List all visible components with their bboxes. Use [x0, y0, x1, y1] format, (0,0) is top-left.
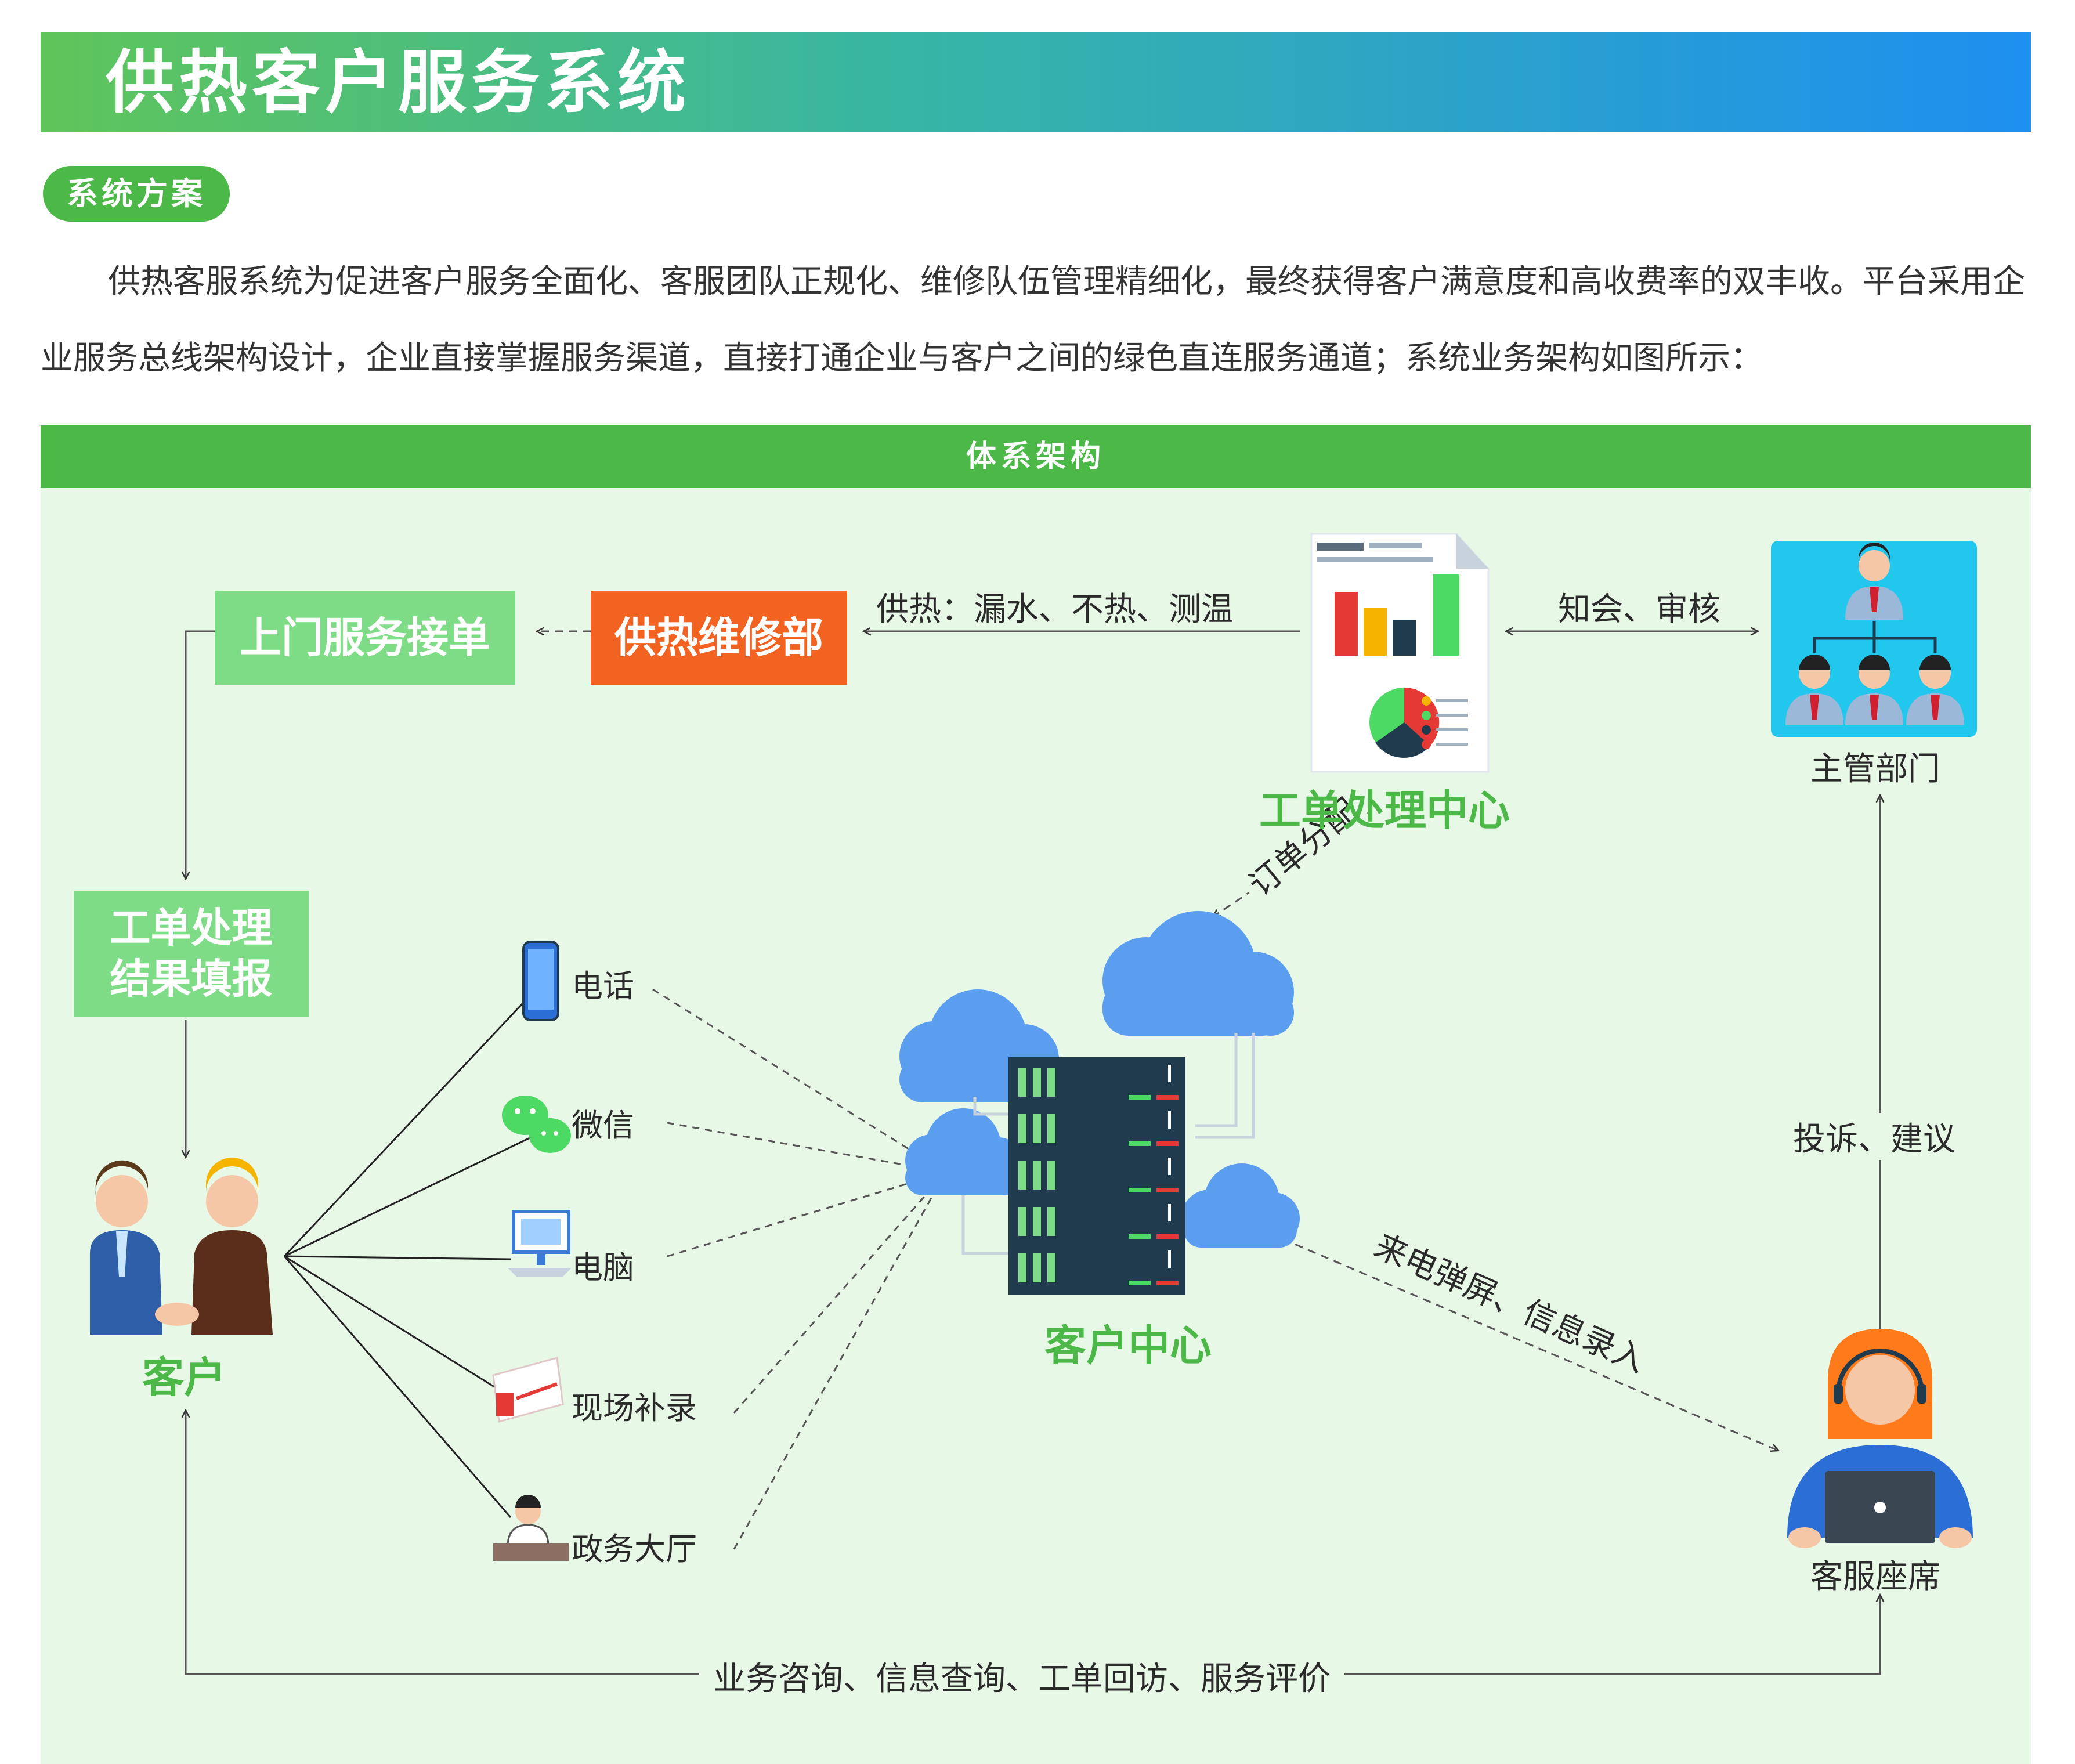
- onsite-service-box: 上门服务接单: [215, 591, 515, 685]
- cloud-icon-small-right: [1181, 1163, 1300, 1248]
- result-report-line1: 工单处理: [110, 904, 273, 952]
- computer-icon: [508, 1210, 572, 1277]
- intro-paragraph: 供热客服系统为促进客户服务全面化、客服团队正规化、维修队伍管理精细化，最终获得客…: [41, 263, 2025, 377]
- report-document-icon: [1310, 533, 1490, 773]
- customer-handshake-icon: [90, 1158, 273, 1335]
- result-report-box: 工单处理 结果填报: [74, 891, 309, 1017]
- person-right: [1906, 655, 1964, 725]
- government-hall-icon: [493, 1495, 569, 1561]
- person-left: [1785, 655, 1843, 725]
- person-top: [1845, 543, 1903, 620]
- result-report-line2: 结果填报: [110, 955, 273, 1003]
- complaint-label: 投诉、建议: [1787, 1113, 1961, 1160]
- channel-onsite-label: 现场补录: [572, 1390, 697, 1426]
- channel-center-lines: [652, 988, 947, 1550]
- channel-gov-hall-label: 政务大厅: [572, 1531, 697, 1567]
- department-org-icon: [1771, 541, 1977, 737]
- channel-phone-label: 电话: [572, 968, 634, 1004]
- arrow-onsite-to-report: [186, 630, 215, 879]
- review-label: 知会、审核: [1552, 583, 1726, 630]
- channel-computer-label: 电脑: [572, 1249, 634, 1286]
- arrow-incoming-call: [1282, 1239, 1778, 1451]
- person-middle: [1845, 655, 1903, 725]
- arrow-business-loop: [186, 1410, 1880, 1675]
- wechat-icon: [502, 1096, 571, 1153]
- cloud-icon-small-left: [905, 1108, 1024, 1195]
- cloud-icon-large: [1102, 911, 1294, 1036]
- business-label: 业务咨询、信息查询、工单回访、服务评价: [699, 1653, 1344, 1700]
- phone-icon: [522, 941, 559, 1021]
- service-seat-label: 客服座席: [1810, 1558, 1940, 1596]
- customer-channel-lines: [283, 1003, 532, 1518]
- server-cables: [961, 1033, 1255, 1255]
- ticket-center-label: 工单处理中心: [1259, 786, 1510, 835]
- heating-issues-label: 供热：漏水、不热、测温: [870, 583, 1239, 630]
- channel-wechat-label: 微信: [572, 1107, 634, 1144]
- page-title: 供热客户服务系统: [106, 42, 691, 122]
- department-label: 主管部门: [1810, 750, 1940, 788]
- customer-label: 客户: [142, 1353, 226, 1402]
- heating-repair-box: 供热维修部: [591, 591, 847, 685]
- section-pill: 系统方案: [43, 166, 230, 222]
- customer-center-label: 客户中心: [1044, 1321, 1212, 1370]
- server-icon: [1008, 1057, 1185, 1295]
- title-bar: 供热客户服务系统: [41, 32, 2031, 132]
- onsite-record-icon: [492, 1357, 564, 1423]
- customer-service-agent-icon: [1787, 1329, 1973, 1548]
- architecture-header: 体系架构: [41, 425, 2031, 488]
